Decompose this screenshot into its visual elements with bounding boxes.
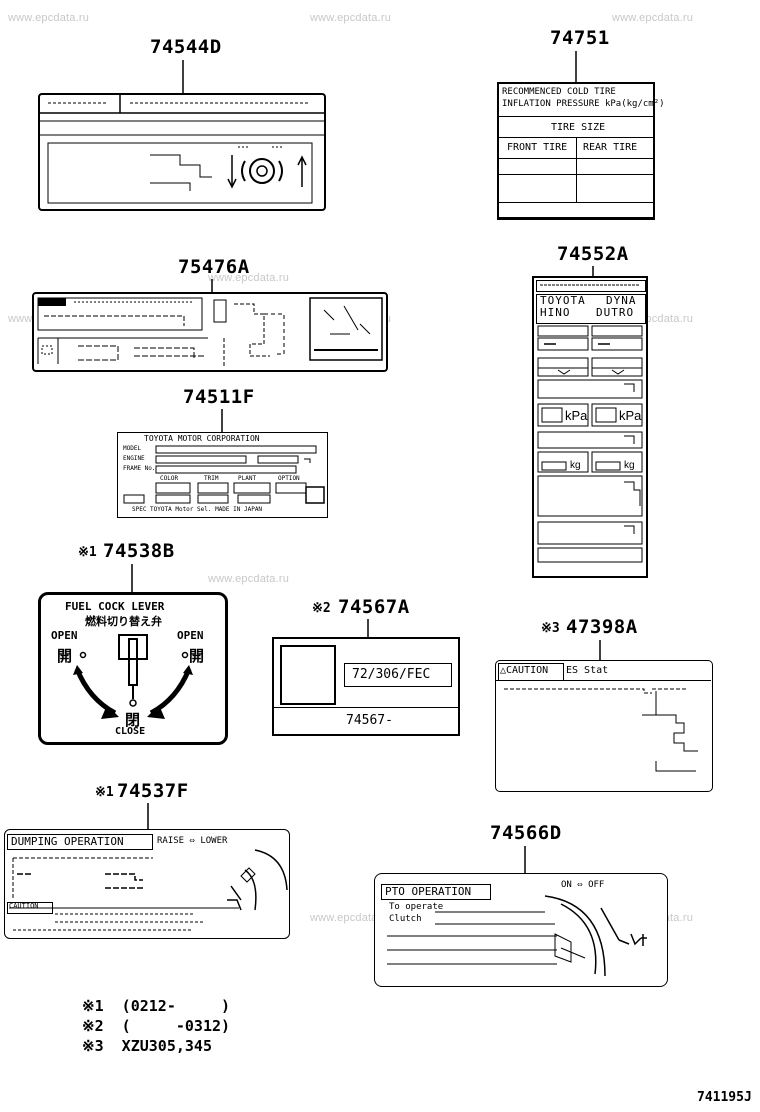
toyota-plate-footer: SPEC TOYOTA Motor Sel. MADE IN JAPAN [132,506,263,513]
leader-line [367,619,369,637]
watermark: www.epcdata.ru [208,573,290,585]
dyna-brand-hino: HINO [540,306,571,319]
leader-line [592,266,594,276]
fuel-open-left: OPEN [51,629,78,642]
label-74538B-fuel-cock: FUEL COCK LEVER 燃料切り替え弁 OPEN OPEN 開 開 閉 … [38,592,228,745]
dumping-title: DUMPING OPERATION [11,835,124,848]
part-number-74566D: 74566D [490,822,562,844]
pto-line-to-operate: To operate [389,902,444,912]
part-number-74511F: 74511F [183,386,255,408]
part-number-74544D: 74544D [150,36,222,58]
part-number-47398A: 47398A [566,616,638,638]
leader-line [575,51,577,82]
marker-1-b: ※1 [95,785,114,800]
toyota-plate-plant: PLANT [238,475,257,482]
dyna-kpa-right: kPa [619,408,642,423]
part-number-74552A: 74552A [557,243,629,265]
dumping-raise-lower: RAISE ⇔ LOWER [157,836,228,846]
caution-title: △CAUTION [500,665,549,676]
fuel-lever-graphic [73,634,193,719]
label-74751-tire-pressure: RECOMMENCED COLD TIRE INFLATION PRESSURE… [497,82,665,220]
toyota-plate-trim: TRIM [204,475,219,482]
fuel-cock-jp-title: 燃料切り替え弁 [85,615,162,628]
watermark: www.epcdata.ru [310,12,392,24]
label-74567A: 72/306/FEC 74567- [272,637,460,736]
rear-tire-label: REAR TIRE [583,142,638,153]
toyota-plate-option: OPTION [278,475,300,482]
watermark: www.epcdata.ru [8,12,90,24]
dyna-brand-dutro: DUTRO [596,306,635,319]
fuel-cock-title: FUEL COCK LEVER [65,600,165,613]
label-74544D [38,93,326,211]
leader-line [221,409,223,432]
fuel-jp-close: 閉 [125,711,141,729]
label-74567A-code: 72/306/FEC [352,667,431,682]
tire-label-line2: INFLATION PRESSURE kPa(kg/cm²) [502,99,665,109]
toyota-plate-model: MODEL [123,445,142,452]
toyota-plate-title: TOYOTA MOTOR CORPORATION [144,434,260,443]
caution-subtitle: ES Stat [566,665,609,676]
fuel-close-label: CLOSE [115,726,146,737]
fuel-jp-open-left: 開 [57,647,73,665]
marker-3: ※3 [541,621,560,636]
part-number-74537F: 74537F [117,780,189,802]
footnote-3: ※3 XZU305,345 [82,1037,212,1055]
fuel-jp-open-right: 開 [189,647,205,665]
leader-line [182,60,184,93]
tire-label-line1: RECOMMENCED COLD TIRE [502,87,616,97]
leader-line [599,640,601,660]
dyna-brand-dyna: DYNA [606,294,637,307]
label-74567A-partno: 74567- [346,713,393,728]
footnote-2: ※2 ( -0312) [82,1017,231,1035]
part-number-74751: 74751 [550,27,610,49]
marker-1: ※1 [78,545,97,560]
leader-line [131,564,133,592]
dyna-kpa-left: kPa [565,408,588,423]
toyota-plate-color: COLOR [160,475,179,482]
fuel-open-right: OPEN [177,629,204,642]
diagram-id: 741195J [697,1090,752,1105]
tire-size-label: TIRE SIZE [551,122,606,133]
watermark: www.epcdata.ru [612,12,694,24]
part-number-74567A: 74567A [338,596,410,618]
watermark: www.epcdata.ru [310,912,392,924]
pto-title: PTO OPERATION [385,885,472,898]
watermark: www.epcdata.ru [208,272,290,284]
dumping-caution: CAUTION [9,902,39,910]
toyota-plate-frame: FRAME No. [123,465,156,472]
label-74537F-dumping: DUMPING OPERATION RAISE ⇔ LOWER CAUTION [4,829,290,939]
front-tire-label: FRONT TIRE [507,142,568,153]
label-74566D-pto: PTO OPERATION ON ⇔ OFF To operate Clutch [374,873,668,987]
part-number-74538B: 74538B [103,540,175,562]
marker-2: ※2 [312,601,331,616]
label-74511F-toyota-plate: TOYOTA MOTOR CORPORATION MODEL ENGINE FR… [117,432,328,518]
dyna-kg-left: kg [570,460,581,471]
dyna-kg-right: kg [624,460,635,471]
dyna-brand-toyota: TOYOTA [540,294,586,307]
label-75476A [32,292,388,372]
pto-line-clutch: Clutch [389,914,422,924]
toyota-plate-engine: ENGINE [123,455,145,462]
part-number-75476A: 75476A [178,256,250,278]
leader-line [211,279,213,292]
leader-line [147,803,149,829]
label-74552A: TOYOTA DYNA HINO DUTRO kPa kPa kg kg [532,276,648,578]
leader-line [524,846,526,873]
footnote-1: ※1 (0212- ) [82,997,231,1015]
label-47398A-caution: △CAUTION ES Stat [495,660,713,792]
pto-on-off: ON ⇔ OFF [561,880,605,890]
